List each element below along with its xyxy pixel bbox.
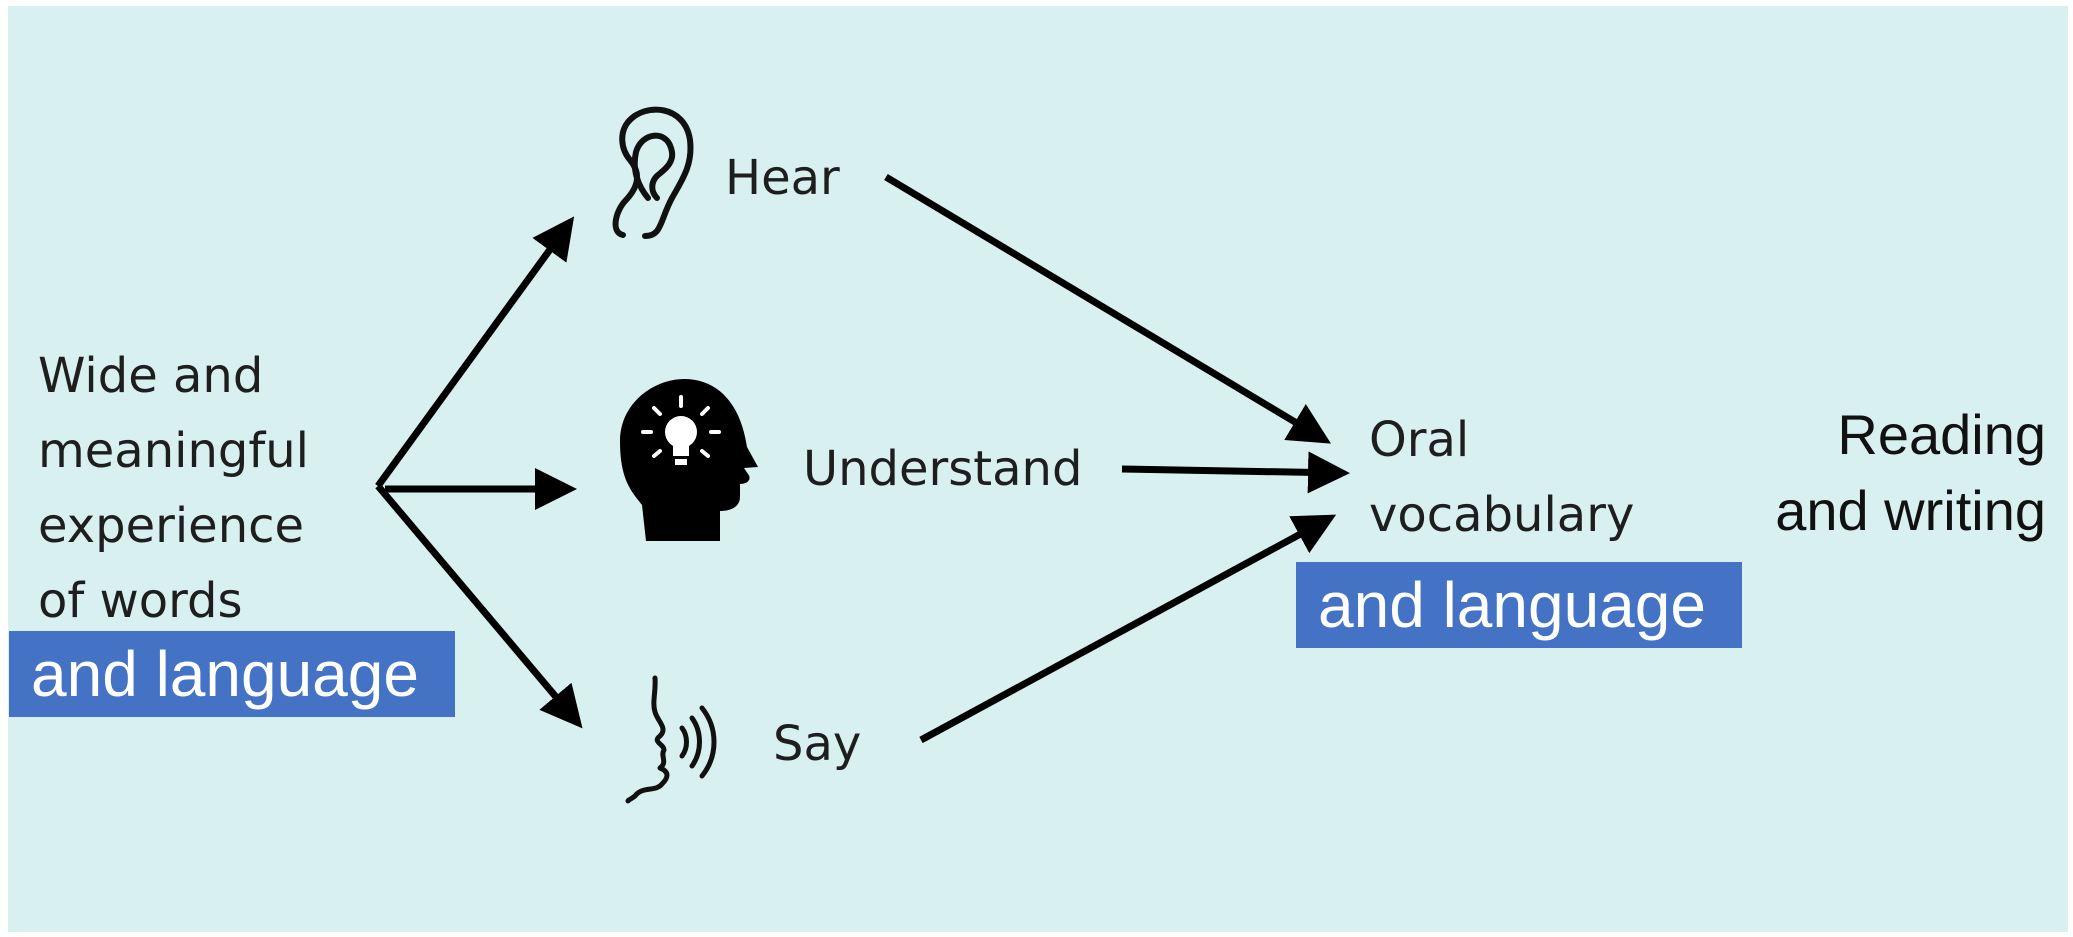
and-language-badge-right: and language (1296, 562, 1742, 648)
arrow-understand-to-oral (1121, 451, 1350, 494)
head-lightbulb-icon (620, 379, 758, 541)
arrow-hear-to-oral (884, 173, 1332, 444)
source-line: Wide and (38, 348, 264, 404)
arrow-to-say (375, 483, 583, 729)
oral-line: Oral (1369, 412, 1470, 468)
understand-label: Understand (803, 441, 1083, 497)
say-label: Say (773, 716, 862, 772)
oral-line: vocabulary (1369, 487, 1635, 543)
ear-icon (612, 106, 694, 239)
hear-label: Hear (725, 150, 840, 206)
outcome-line: Reading (1837, 403, 2046, 466)
source-line: of words (38, 573, 243, 629)
outcome-line: and writing (1775, 479, 2046, 542)
diagram-background (8, 6, 2068, 932)
oral-vocabulary-label: Oral vocabulary (1369, 403, 1634, 553)
source-label: Wide and meaningful experience of words (38, 339, 309, 639)
reading-writing-label: Reading and writing (1775, 397, 2046, 549)
and-language-badge-left: and language (9, 631, 455, 717)
speaking-face-icon (625, 675, 717, 804)
source-line: meaningful (38, 423, 310, 479)
arrow-to-hear (375, 216, 575, 489)
arrow-say-to-oral (919, 514, 1337, 744)
source-line: experience (38, 498, 305, 554)
